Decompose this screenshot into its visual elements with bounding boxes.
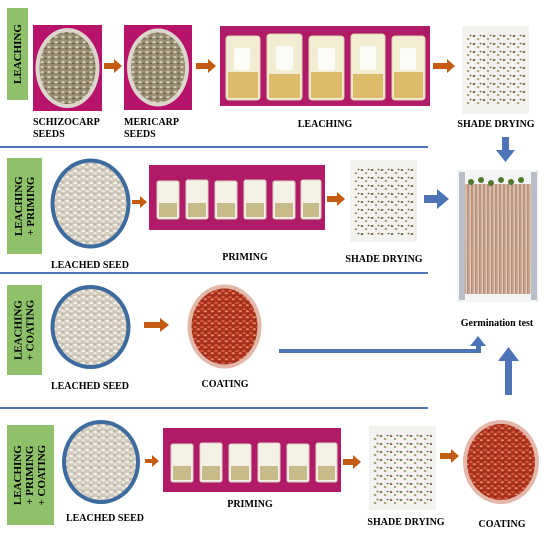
orange-arrow-leached-to-priming-row2 <box>132 196 147 208</box>
leached-seed-photo-row2 <box>49 157 132 250</box>
leached-seed-label-row3: LEACHED SEED <box>50 381 130 392</box>
row-divider-2 <box>0 272 428 274</box>
blue-arrow-row1-down <box>496 137 515 162</box>
orange-arrow-schizocarp-to-mericarp <box>104 59 122 73</box>
row2-tab-label: LEACHING + PRIMING <box>12 176 36 236</box>
orange-arrow-leached-to-priming-row4 <box>145 455 159 467</box>
blue-arrow-row2-right <box>424 189 449 209</box>
orange-arrow-leached-to-coating-row3 <box>144 318 169 332</box>
coating-label-row4: COATING <box>478 519 526 530</box>
shade-drying-photo-1 <box>462 26 529 114</box>
row-divider-1 <box>0 146 428 148</box>
row3-tab-line2: + COATING <box>24 299 37 361</box>
row3-tab-label: LEACHING + COATING <box>12 300 36 361</box>
leached-seed-label-row4: LEACHED SEED <box>65 513 145 524</box>
germination-test-photo <box>457 170 539 302</box>
row4-tab: LEACHING + PRIMING + COATING <box>7 425 54 525</box>
priming-beakers-photo-row2 <box>149 165 325 230</box>
row3-tab: LEACHING + COATING <box>7 285 42 375</box>
mericarp-label-text: MERICARP SEEDS <box>124 117 179 140</box>
coated-seed-photo-row4 <box>462 418 540 506</box>
schizocarp-seed-photo <box>33 25 102 111</box>
row2-tab: LEACHING + PRIMING <box>7 158 42 254</box>
orange-arrow-priming-to-drying-row2 <box>327 192 345 206</box>
shade-drying-label-2: SHADE DRYING <box>345 254 423 265</box>
row4-tab-line1: LEACHING <box>12 445 25 505</box>
row-divider-3 <box>0 407 428 409</box>
blue-arrow-row4-up <box>498 347 519 395</box>
shade-drying-photo-3 <box>369 426 436 510</box>
coated-seed-photo-row3 <box>186 283 263 370</box>
priming-label-row4: PRIMING <box>227 499 273 510</box>
shade-drying-label-1: SHADE DRYING <box>457 119 535 130</box>
blue-line-row3-horizontal <box>279 349 479 353</box>
row2-tab-line1: LEACHING <box>12 176 25 236</box>
row4-tab-line2: + PRIMING <box>24 445 37 505</box>
schizocarp-label-text: SCHIZOCARP SEEDS <box>33 117 100 140</box>
row2-tab-line2: + PRIMING <box>24 176 37 236</box>
priming-beakers-photo-row4 <box>163 428 341 492</box>
row4-tab-line3: + COATING <box>36 444 49 506</box>
priming-label-row2: PRIMING <box>222 252 268 263</box>
leached-seed-label-row2: LEACHED SEED <box>50 260 130 271</box>
row1-tab-label: LEACHING <box>11 24 24 84</box>
row1-tab: LEACHING <box>7 8 28 100</box>
schizocarp-label: SCHIZOCARP SEEDS <box>33 117 113 140</box>
orange-arrow-mericarp-to-leaching <box>196 59 216 73</box>
orange-arrow-priming-to-drying-row4 <box>343 455 361 469</box>
leached-seed-photo-row3 <box>49 283 132 371</box>
leaching-beakers-photo <box>220 26 430 106</box>
orange-arrow-drying-to-coating-row4 <box>440 449 459 463</box>
mericarp-seed-photo <box>124 25 192 110</box>
row3-tab-line1: LEACHING <box>12 300 25 360</box>
germination-test-label: Germination test <box>460 318 534 329</box>
coating-label-row3: COATING <box>201 379 249 390</box>
blue-arrow-row3-up <box>470 336 486 353</box>
orange-arrow-leaching-to-drying <box>433 59 455 73</box>
mericarp-label: MERICARP SEEDS <box>124 117 194 140</box>
shade-drying-photo-2 <box>350 160 417 242</box>
row4-tab-label: LEACHING + PRIMING + COATING <box>12 445 48 506</box>
leached-seed-photo-row4 <box>61 418 141 506</box>
shade-drying-label-3: SHADE DRYING <box>367 517 445 528</box>
leaching-label: LEACHING <box>297 119 353 130</box>
